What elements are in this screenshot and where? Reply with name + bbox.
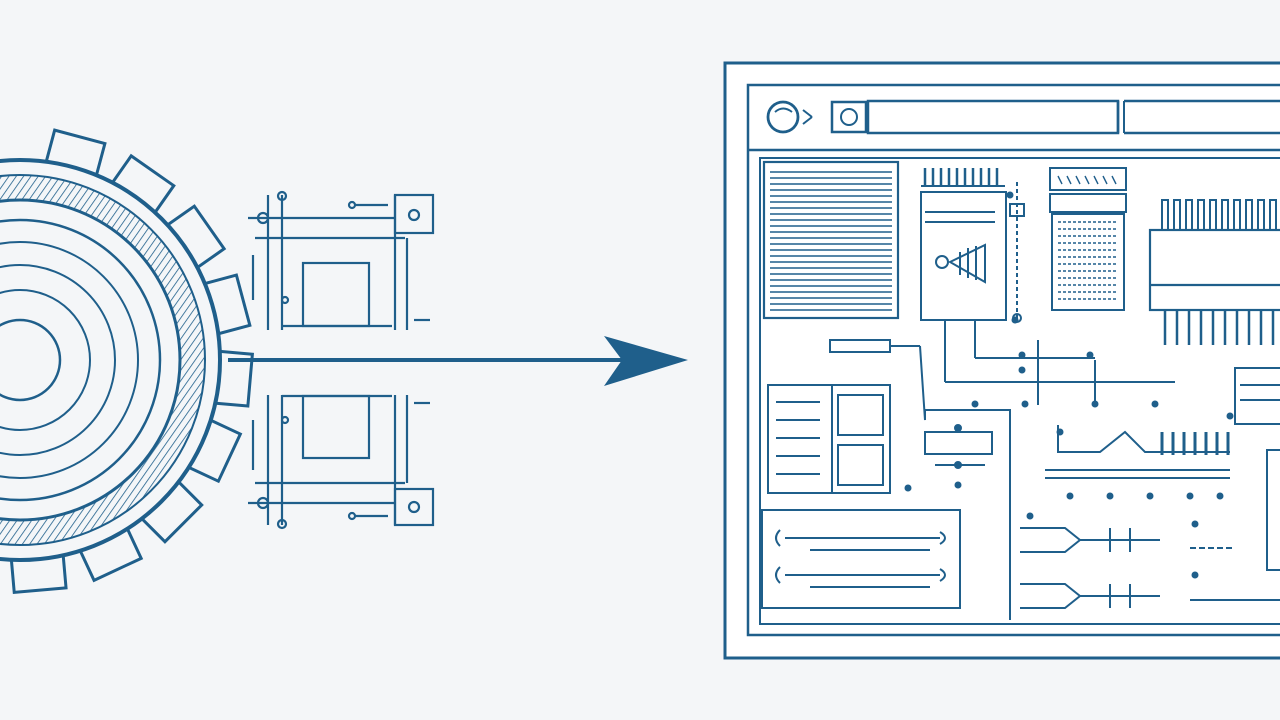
window-inner-frame bbox=[746, 83, 1280, 637]
gear-ring-5 bbox=[0, 289, 91, 431]
gear-ring-2 bbox=[0, 218, 162, 502]
connection-dot bbox=[904, 484, 912, 492]
connection-dot bbox=[1091, 400, 1099, 408]
connection-dot bbox=[971, 400, 979, 408]
connection-dot bbox=[1056, 428, 1064, 436]
switch-box bbox=[924, 424, 993, 469]
arrow-right-icon bbox=[228, 336, 688, 386]
connection-dot bbox=[1191, 520, 1199, 528]
title-bar bbox=[766, 99, 1280, 135]
connection-dot bbox=[1186, 492, 1194, 500]
gear-ring-4 bbox=[0, 264, 116, 456]
connection-dot bbox=[1011, 316, 1019, 324]
table-panel bbox=[1049, 167, 1127, 311]
connection-dot bbox=[1086, 351, 1094, 359]
wrench-panel bbox=[761, 509, 961, 609]
connection-dot bbox=[1021, 400, 1029, 408]
search-box-icon bbox=[830, 100, 868, 134]
wiring bbox=[829, 320, 1175, 620]
schematic-bottom bbox=[248, 394, 435, 530]
globe-icon bbox=[766, 100, 800, 134]
list-panel bbox=[762, 160, 900, 320]
connection-dot bbox=[1191, 571, 1199, 579]
component-panel bbox=[920, 168, 1025, 323]
transistor-panel bbox=[1020, 527, 1280, 609]
schematic-top bbox=[248, 190, 435, 330]
connection-dot bbox=[1018, 366, 1026, 374]
connection-dot bbox=[1026, 512, 1034, 520]
connection-dot bbox=[1066, 492, 1074, 500]
connection-dot bbox=[1151, 400, 1159, 408]
connection-dot bbox=[1216, 492, 1224, 500]
connection-dot bbox=[954, 481, 962, 489]
gear-ring-3 bbox=[0, 241, 139, 479]
interface-window bbox=[723, 61, 1280, 660]
content-panel bbox=[759, 157, 1280, 625]
relay-panel bbox=[1045, 425, 1230, 479]
mini-window bbox=[767, 384, 891, 494]
connection-dot bbox=[1106, 492, 1114, 500]
gear-icon bbox=[0, 128, 255, 595]
connection-dot bbox=[1018, 351, 1026, 359]
connection-dot bbox=[1006, 191, 1014, 199]
connection-dot bbox=[1226, 412, 1234, 420]
gear-hub bbox=[0, 318, 62, 402]
chip-panel bbox=[1148, 199, 1280, 345]
window-frame bbox=[723, 61, 1280, 660]
connection-dot bbox=[1146, 492, 1154, 500]
connection-dots bbox=[904, 191, 1234, 579]
